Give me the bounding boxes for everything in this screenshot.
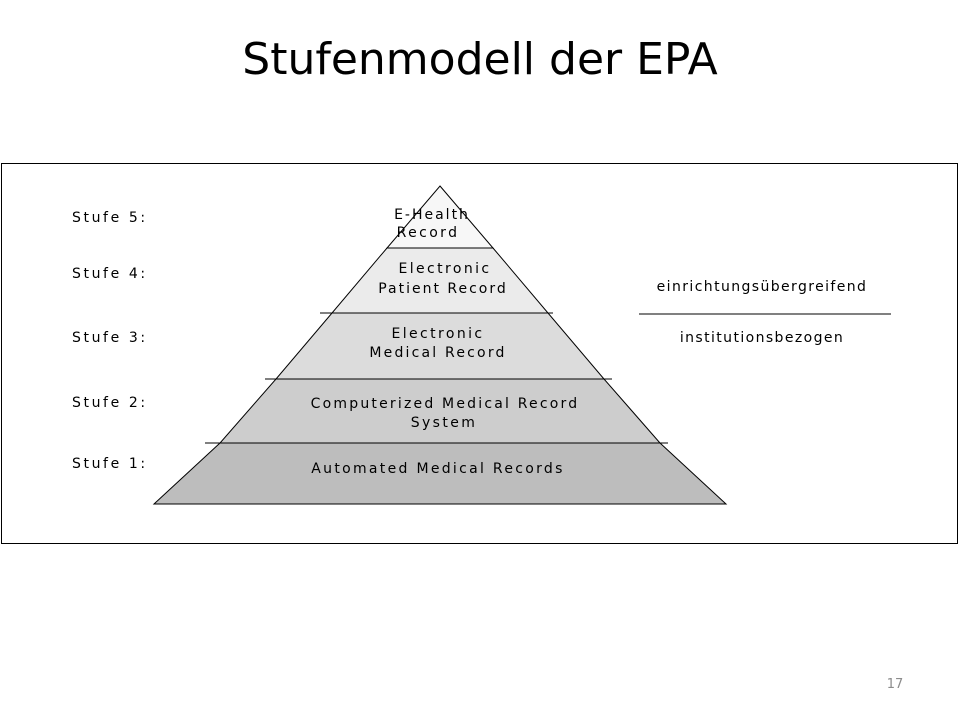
- stufe-label-3: Stufe 3:: [72, 330, 148, 346]
- layer-5-line-2: Record: [397, 225, 460, 241]
- layer-1-line-1: Automated Medical Records: [311, 461, 564, 477]
- stufe-label-1: Stufe 1:: [72, 456, 148, 472]
- stufe-label-2: Stufe 2:: [72, 395, 148, 411]
- page-number: 17: [886, 677, 904, 692]
- layer-3-line-2: Medical Record: [369, 345, 506, 361]
- layer-2-line-1: Computerized Medical Record: [311, 396, 580, 412]
- side-label-upper: einrichtungsübergreifend: [657, 279, 868, 295]
- layer-5-line-1: E-Health: [394, 207, 470, 223]
- layer-4-line-1: Electronic: [398, 261, 491, 277]
- diagram-frame: [1, 163, 958, 544]
- layer-2-line-2: System: [411, 415, 478, 431]
- layer-4-line-2: Patient Record: [378, 281, 508, 297]
- stufe-label-5: Stufe 5:: [72, 210, 148, 226]
- layer-3-line-1: Electronic: [391, 326, 484, 342]
- slide-title: Stufenmodell der EPA: [242, 34, 718, 85]
- side-label-lower: institutionsbezogen: [680, 330, 844, 346]
- stufe-label-4: Stufe 4:: [72, 266, 148, 282]
